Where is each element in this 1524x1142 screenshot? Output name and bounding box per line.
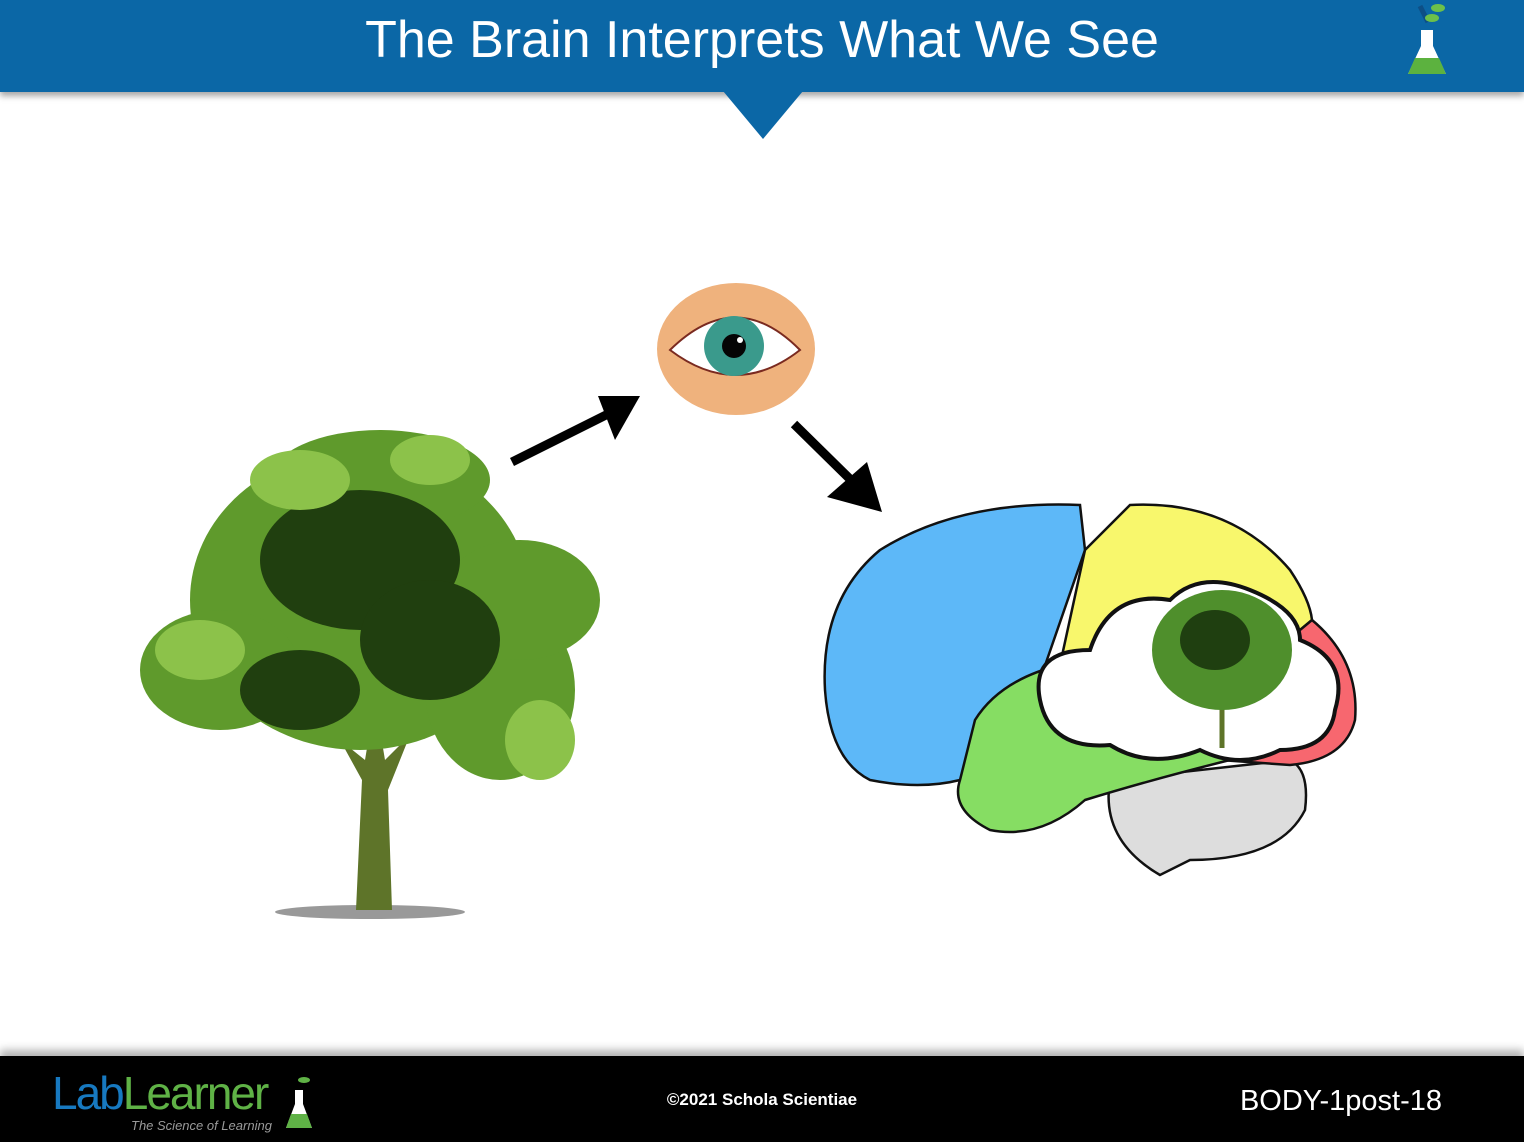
header-pointer xyxy=(723,91,803,139)
copyright-text: ©2021 Schola Scientiae xyxy=(666,1090,858,1109)
logo-learner-text: Learner xyxy=(122,1067,270,1119)
brain-image xyxy=(823,503,1357,877)
header-bar: The Brain Interprets What We See xyxy=(0,0,1524,92)
logo-lab-text: Lab xyxy=(52,1067,125,1119)
slide-title: The Brain Interprets What We See xyxy=(365,11,1159,69)
arrow-tree-to-eye xyxy=(509,396,640,467)
logo-tagline: The Science of Learning xyxy=(131,1118,272,1133)
arrow-eye-to-brain xyxy=(790,420,882,512)
slide-code: BODY-1post-18 xyxy=(1239,1085,1442,1117)
logo-flask-icon xyxy=(286,1077,312,1128)
flask-icon xyxy=(1408,4,1446,74)
tree-image xyxy=(140,430,600,919)
lablearner-logo: LabLearner xyxy=(52,1067,270,1119)
eye-image xyxy=(657,283,815,415)
footer-bar: LabLearner The Science of Learning ©2021… xyxy=(0,1056,1524,1142)
